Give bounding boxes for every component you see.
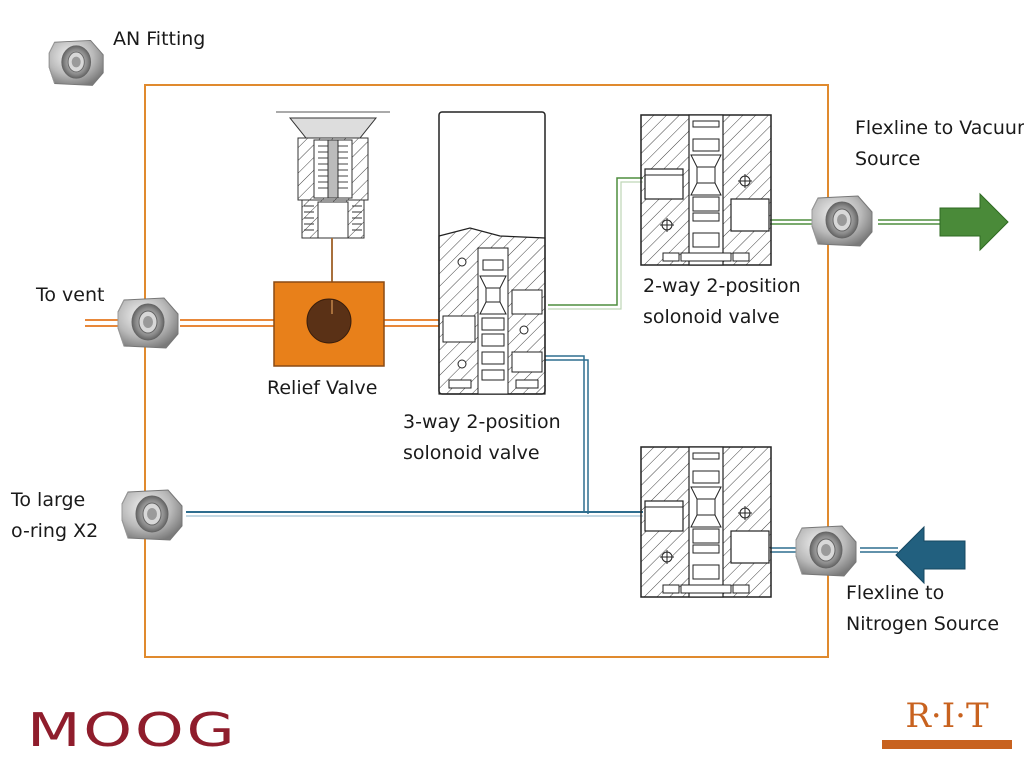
vent-fitting-icon bbox=[117, 297, 179, 349]
an-fitting-icon bbox=[48, 39, 104, 86]
nitrogen-arrow-icon bbox=[895, 525, 966, 585]
two-way-valve-vacuum bbox=[640, 114, 772, 266]
rit-logo-bar bbox=[882, 740, 1012, 749]
vacuum-fitting-icon bbox=[811, 195, 873, 247]
relief-valve-cutaway bbox=[276, 111, 390, 239]
moog-logo: MOOG bbox=[27, 703, 238, 757]
three-way-valve bbox=[438, 111, 546, 395]
nitrogen-fitting-icon bbox=[795, 525, 857, 577]
relief-valve-ball bbox=[306, 298, 352, 344]
to-vent-label: To vent bbox=[36, 284, 105, 306]
vacuum-line bbox=[548, 177, 940, 310]
nitrogen-line bbox=[186, 355, 898, 553]
oring-fitting-icon bbox=[121, 489, 183, 541]
vacuum-arrow-icon bbox=[939, 192, 1009, 252]
an-fitting-label: AN Fitting bbox=[113, 28, 206, 50]
two-way-valve-nitrogen bbox=[640, 446, 772, 598]
rit-logo: R·I·T bbox=[880, 695, 1014, 753]
manifold-block bbox=[144, 84, 829, 658]
relief-valve-label: Relief Valve bbox=[267, 377, 378, 399]
rit-logo-text: R·I·T bbox=[905, 696, 989, 736]
